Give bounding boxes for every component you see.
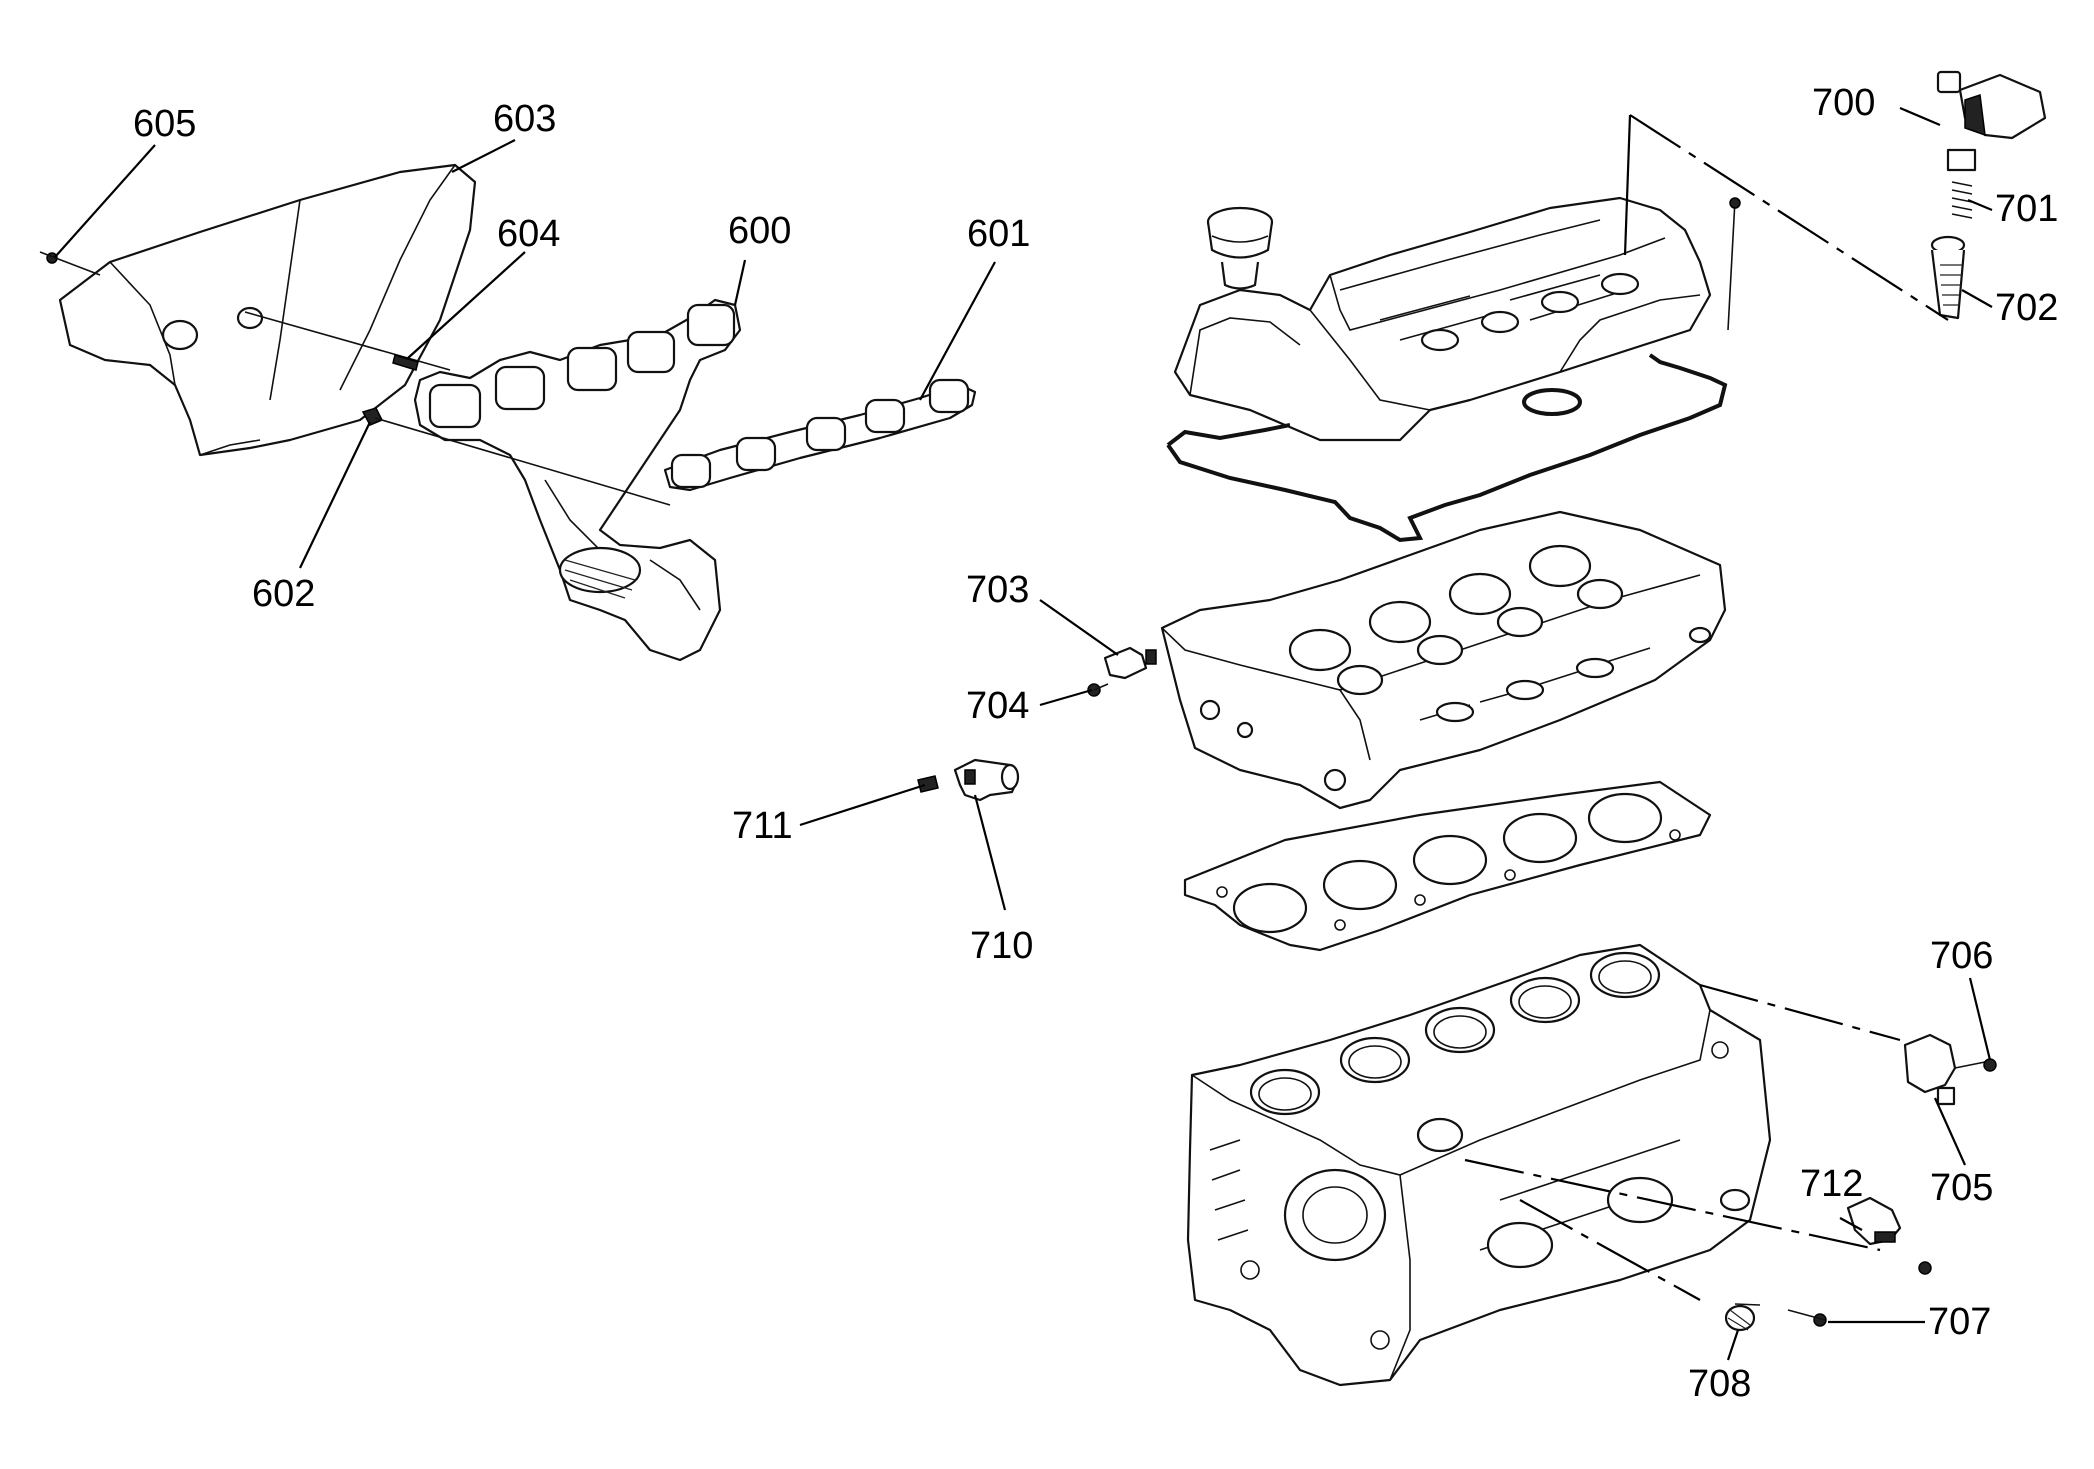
callout-708: 708 [1688,1363,1751,1405]
callout-601: 601 [967,213,1030,255]
exhaust-manifold [413,298,742,662]
manifold-stud [244,311,451,371]
callout-605: 605 [133,103,196,145]
ignition-coil-boot [1930,235,1966,320]
cylinder-head [1160,510,1727,810]
callout-702: 702 [1995,287,2058,329]
callout-703: 703 [966,569,1029,611]
callout-604: 604 [497,213,560,255]
callout-706: 706 [1930,935,1993,977]
callout-700: 700 [1812,82,1875,124]
manifold-bolt [361,407,671,506]
callout-600: 600 [728,210,791,252]
bolt-707 [1787,1309,1827,1327]
heat-shield-bolt [39,251,101,276]
callout-712: 712 [1800,1163,1863,1205]
callout-711: 711 [732,805,793,847]
oil-plug-708 [1724,1303,1761,1332]
oil-filler-cap [1206,206,1274,290]
oil-pressure-switch [1903,1033,1997,1106]
crankshaft-position-sensor [1846,1196,1932,1275]
callout-602: 602 [252,573,315,615]
ignition-coil-spring [1951,181,1973,219]
callout-603: 603 [493,98,556,140]
head-gasket [1183,780,1712,952]
sensor-703 [1103,646,1157,680]
callout-710: 710 [970,925,1033,967]
callout-705: 705 [1930,1167,1993,1209]
heat-shield [58,163,477,457]
camshaft-position-sensor [953,758,1020,802]
engine-block [1186,943,1772,1387]
sensor-bolt-704 [1087,683,1109,697]
callout-707: 707 [1928,1301,1991,1343]
ignition-coil [1936,70,2047,172]
leader-lines [54,106,1993,1361]
valve-cover-gasket [1166,353,1728,543]
exhaust-manifold-gasket [663,378,977,492]
callout-704: 704 [966,685,1029,727]
sensor-bolt-711 [917,775,939,793]
valve-cover [1173,196,1741,442]
callout-701: 701 [1995,188,2058,230]
